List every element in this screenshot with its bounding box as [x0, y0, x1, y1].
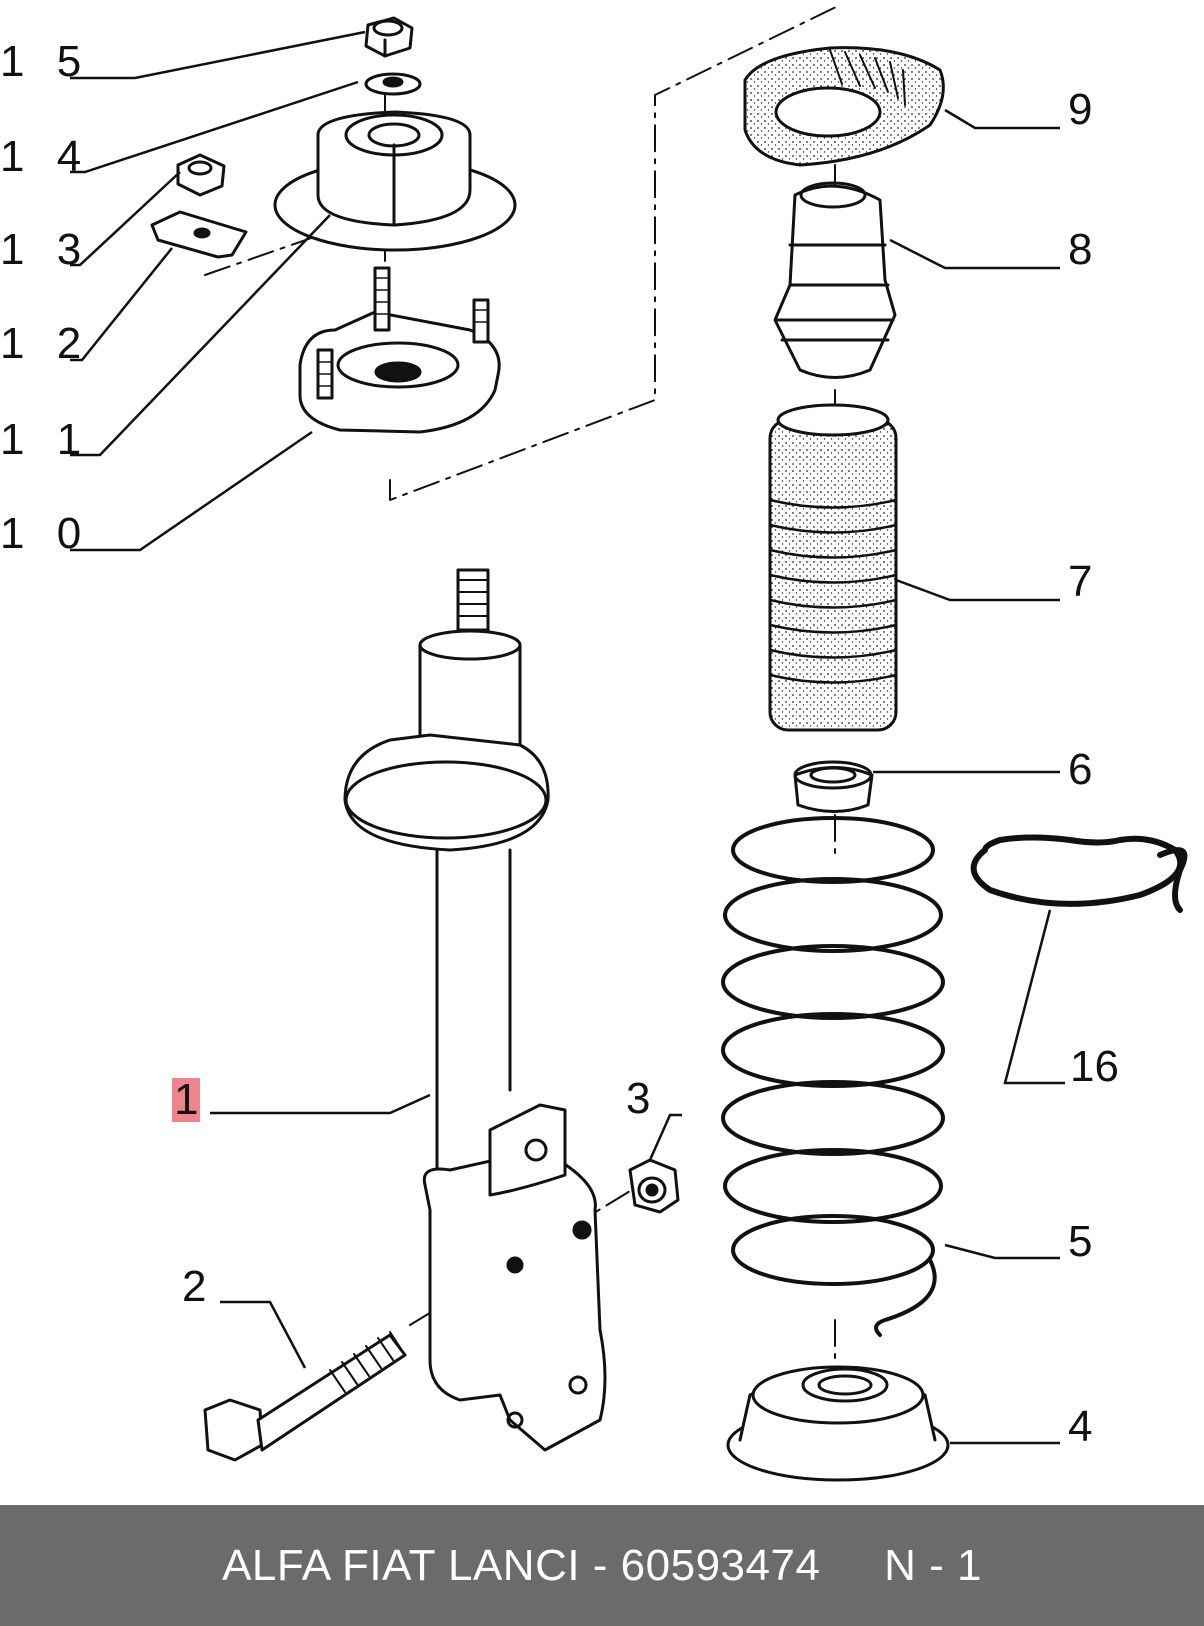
callout-3: 3 [626, 1074, 651, 1123]
part-5-coil-spring [721, 816, 945, 1337]
exploded-strut-diagram [70, 4, 1188, 1482]
leader-lines [70, 30, 1065, 1445]
part-13-nut [176, 153, 226, 197]
callout-4: 4 [1068, 1402, 1093, 1451]
callout-14: 1 4 [0, 132, 92, 181]
part-15-top-nut [364, 16, 414, 58]
part-6-seat-ring [793, 760, 874, 813]
part-7-dust-boot [768, 403, 898, 732]
part-16-ring [970, 834, 1188, 913]
part-number-caption: ALFA FIAT LANCI - 60593474 N - 1 [222, 1540, 982, 1590]
part-12-plate [150, 210, 248, 259]
part-3-nut [628, 1158, 680, 1214]
callout-7: 7 [1068, 557, 1093, 606]
callout-10: 1 0 [0, 509, 92, 558]
callout-12: 1 2 [0, 319, 92, 368]
callout-11: 1 1 [0, 415, 92, 464]
footer-bar: ALFA FIAT LANCI - 60593474 N - 1 [0, 1505, 1204, 1626]
callout-9: 9 [1068, 85, 1093, 134]
part-14-washer [364, 72, 422, 96]
part-8-bump-stop [773, 181, 897, 379]
callout-16: 16 [1070, 1042, 1119, 1091]
part-1-shock-absorber [343, 568, 607, 1452]
callout-8: 8 [1068, 225, 1093, 274]
part-9-upper-spring-seat [743, 46, 945, 167]
callout-5: 5 [1068, 1217, 1093, 1266]
callout-15: 1 5 [0, 37, 92, 86]
part-10-strut-mount-plate [298, 266, 501, 434]
callout-13: 1 3 [0, 225, 92, 274]
part-4-lower-spring-seat [726, 1365, 950, 1482]
callout-2: 2 [182, 1262, 207, 1311]
part-2-bolt [203, 1331, 407, 1462]
callout-6: 6 [1068, 745, 1093, 794]
part-11-upper-mount [273, 110, 517, 252]
callout-1-highlighted: 1 [172, 1075, 201, 1124]
